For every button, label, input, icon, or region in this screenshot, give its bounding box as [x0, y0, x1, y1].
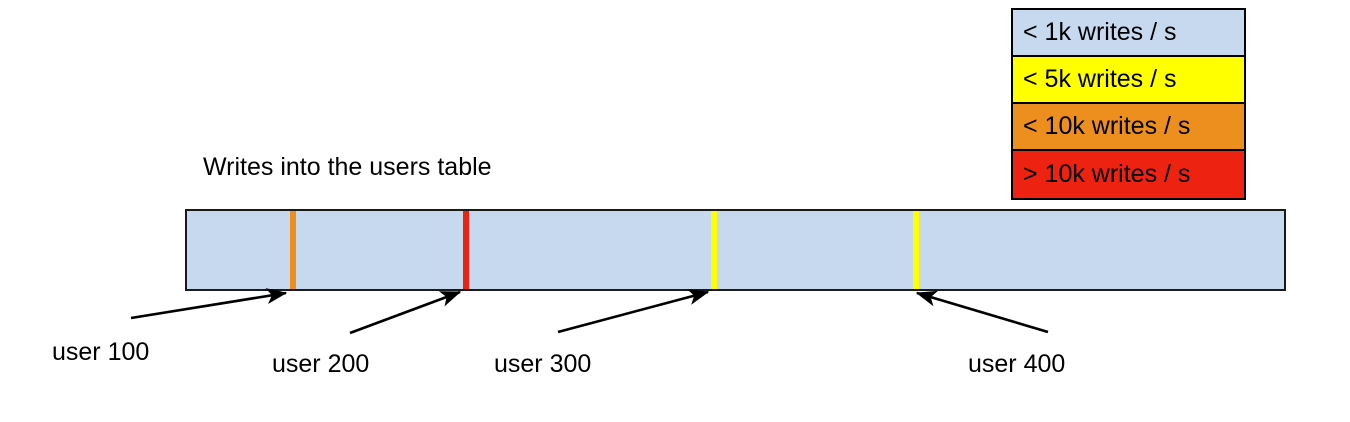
stripe-user-100 — [290, 211, 296, 289]
legend-label-lt-5k: < 5k writes / s — [1023, 65, 1177, 93]
stripe-user-400 — [913, 211, 919, 289]
legend-row-lt-10k: < 10k writes / s — [1013, 104, 1244, 151]
arrow-user-400 — [915, 290, 1049, 334]
legend-row-lt-1k: < 1k writes / s — [1013, 10, 1244, 57]
arrow-user-200 — [349, 290, 462, 335]
arrow-user-300 — [557, 289, 710, 334]
users-table-bar — [185, 209, 1286, 291]
legend-row-lt-5k: < 5k writes / s — [1013, 57, 1244, 104]
callout-label-user-400: user 400 — [968, 350, 1066, 378]
callout-label-user-100: user 100 — [52, 338, 150, 366]
legend-row-gt-10k: > 10k writes / s — [1013, 151, 1244, 198]
legend-label-lt-10k: < 10k writes / s — [1023, 112, 1191, 140]
stripe-user-200 — [463, 211, 469, 289]
legend-label-gt-10k: > 10k writes / s — [1023, 160, 1191, 188]
arrow-user-100 — [130, 288, 288, 320]
chart-title: Writes into the users table — [203, 153, 492, 181]
callout-label-user-300: user 300 — [494, 350, 592, 378]
stripe-user-300 — [711, 211, 717, 289]
legend: < 1k writes / s < 5k writes / s < 10k wr… — [1011, 8, 1246, 200]
callout-label-user-200: user 200 — [272, 350, 370, 378]
legend-label-lt-1k: < 1k writes / s — [1023, 18, 1177, 46]
